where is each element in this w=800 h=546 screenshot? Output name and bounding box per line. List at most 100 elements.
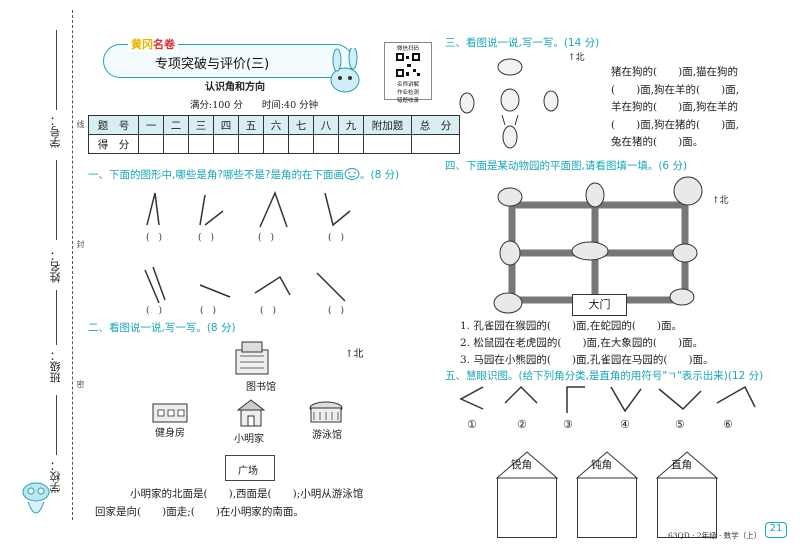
score-head-cell: 总 分 (411, 115, 460, 135)
q3-text-line: 猪在狗的( )面,猫在狗的 (611, 66, 739, 78)
score-cell[interactable] (313, 134, 339, 154)
figure-2 (199, 194, 224, 226)
q3-text-line: ( )面,狗在羊的( )面, (611, 83, 740, 96)
angle-3 (566, 386, 585, 413)
q1-answer-7[interactable]: ( ) (260, 306, 277, 316)
footer-code: 63QD · 2年级 · 数学（上） (668, 531, 762, 540)
score-head-cell: 四 (213, 115, 239, 135)
angle-1 (459, 386, 484, 410)
score-head-cell: 题 号 (88, 115, 139, 135)
gym-label: 健身房 (155, 428, 185, 439)
figure-4 (324, 192, 351, 227)
score-cell[interactable] (288, 134, 314, 154)
q2-text-line-2: 回家是向( )面走;( )在小明家的南面。 (95, 506, 304, 518)
brand-logo: 黄冈名卷 (128, 36, 178, 52)
score-cell[interactable] (363, 134, 412, 154)
q5-angle-figures (459, 385, 756, 413)
square-label: 广场 (238, 466, 258, 477)
score-cell[interactable] (338, 134, 364, 154)
angle-number: ⑤ (675, 418, 685, 431)
library-label: 图书馆 (246, 382, 276, 393)
acute-angle-house[interactable] (497, 478, 557, 538)
q3-title: 三、看图说一说,写一写。(14 分) (445, 37, 600, 49)
angle-number: ④ (620, 418, 630, 431)
q1-answer-1[interactable]: ( ) (146, 233, 163, 243)
class-line (56, 290, 57, 345)
pig-icon (497, 58, 523, 76)
score-head-cell: 三 (188, 115, 214, 135)
figure-5 (144, 266, 166, 304)
angle-number: ① (467, 418, 477, 431)
score-cell[interactable] (138, 134, 164, 154)
score-head-cell: 六 (263, 115, 289, 135)
q3-text-line: 兔在猪的( )面。 (611, 136, 704, 148)
rabbit-icon (502, 125, 518, 149)
score-cell[interactable] (238, 134, 264, 154)
score-table: 题 号 一 二 三 四 五 六 七 八 九 附加题 总 分 得 分 (88, 115, 460, 154)
pool-label: 游泳馆 (312, 430, 342, 441)
q4-items: 1. 孔雀园在猴园的( )面,在蛇园的( )面。 2. 松鼠园在老虎园的( )面… (460, 318, 714, 369)
q2-title: 二、看图说一说,写一写。(8 分) (88, 322, 236, 334)
q1-title: 一、下面的图形中,哪些是角?哪些不是?是角的在下面画。(8 分) (88, 167, 399, 182)
q1-answer-8[interactable]: ( ) (328, 306, 345, 316)
score-cell[interactable] (188, 134, 214, 154)
seal-mark-secret: 密 (76, 380, 85, 388)
score-cell[interactable] (213, 134, 239, 154)
right-angle-house-label: 直角 (671, 459, 692, 471)
square-box: 广场 (225, 455, 275, 481)
score-cell[interactable] (163, 134, 189, 154)
q3-animal-grid (459, 58, 559, 149)
angle-6 (716, 385, 756, 408)
q1-answer-4[interactable]: ( ) (328, 233, 345, 243)
q2-north-label: ↑北 (345, 349, 364, 360)
qr-line: 名师讲解 (396, 82, 419, 88)
qr-code-icon[interactable] (395, 52, 421, 78)
score-cell[interactable] (411, 134, 460, 154)
qr-caption: 微信扫码 (396, 46, 419, 52)
right-angle-house[interactable] (657, 478, 717, 538)
q4-item: 3. 马园在小熊园的( )面,孔雀园在马园的( )面。 (460, 354, 714, 366)
rabbit-mascot-icon (330, 48, 360, 93)
q1-answer-6[interactable]: ( ) (200, 306, 217, 316)
tiger-icon (571, 241, 609, 261)
angle-2 (504, 385, 538, 404)
q1-answer-2[interactable]: ( ) (198, 233, 215, 243)
dog-icon (500, 88, 520, 112)
q1-answer-3[interactable]: ( ) (258, 233, 275, 243)
q2-north-text: 北 (353, 349, 364, 360)
score-row-label: 得 分 (88, 134, 139, 154)
q1-title-tail: 。(8 分) (359, 169, 400, 181)
smiley-face-icon (344, 168, 360, 180)
figure-7 (254, 275, 291, 296)
house-roofs (495, 451, 719, 479)
q4-north-text: 北 (719, 196, 729, 206)
exam-meta: 满分:100 分 时间:40 分钟 (190, 100, 319, 111)
q4-item: 1. 孔雀园在猴园的( )面,在蛇园的( )面。 (460, 320, 683, 332)
sheep-icon (459, 92, 475, 114)
school-line (56, 395, 57, 455)
angle-5 (658, 388, 702, 411)
figure-8 (316, 272, 346, 302)
figure-6 (199, 284, 231, 298)
q3-text-block: 猪在狗的( )面,猫在狗的 ( )面,狗在羊的( )面, 羊在狗的( )面,狗在… (611, 64, 739, 152)
pool-building-icon (309, 401, 343, 423)
snake-icon (497, 187, 523, 207)
q3-north-text: 北 (575, 53, 585, 63)
score-head-cell: 一 (138, 115, 164, 135)
qr-line: 错题收录 (396, 98, 419, 104)
score-cell[interactable] (263, 134, 289, 154)
angle-number: ② (517, 418, 527, 431)
cat-icon (543, 90, 559, 112)
figure-1 (146, 192, 160, 226)
q4-item: 2. 松鼠园在老虎园的( )面,在大象园的( )面。 (460, 337, 704, 349)
angle-number: ⑥ (723, 418, 733, 431)
horse-icon (669, 288, 695, 306)
score-head-cell: 八 (313, 115, 339, 135)
obtuse-angle-house[interactable] (577, 478, 637, 538)
page-subtitle: 认识角和方向 (205, 82, 265, 93)
name-line (56, 160, 57, 240)
q1-answer-5[interactable]: ( ) (146, 306, 163, 316)
seal-mark-line: 线 (76, 120, 85, 128)
home-building-icon (236, 399, 266, 427)
monkey-icon (585, 182, 605, 208)
